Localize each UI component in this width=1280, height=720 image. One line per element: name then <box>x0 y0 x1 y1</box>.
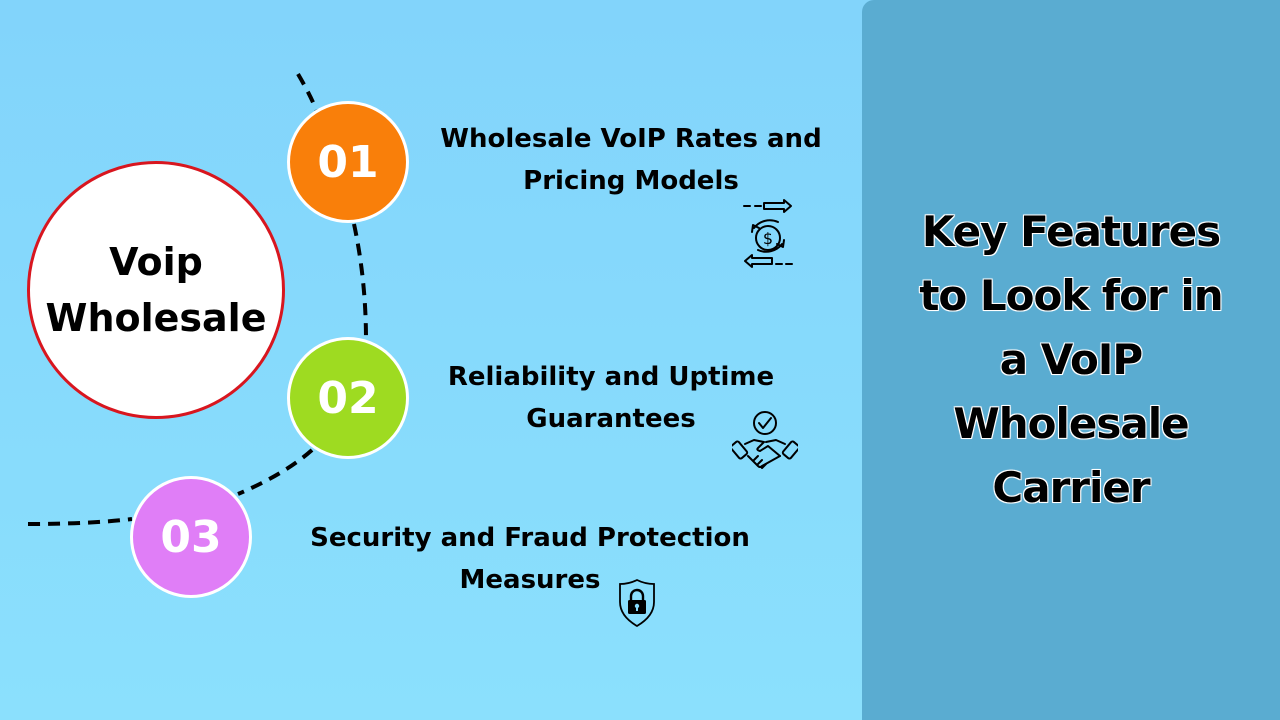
step-badge-02: 02 <box>287 337 409 459</box>
step-number: 01 <box>317 136 379 188</box>
hub-label-line1: Voip <box>109 240 203 284</box>
hub-circle: Voip Wholesale <box>27 161 285 419</box>
step-badge-01: 01 <box>287 101 409 223</box>
feature-title-line: Pricing Models <box>523 166 739 196</box>
page-title: Key Features to Look for in a VoIP Whole… <box>862 200 1280 520</box>
feature-title-line: Reliability and Uptime <box>447 362 775 392</box>
feature-title-security: Security and Fraud Protection Measures <box>300 517 760 601</box>
title-line: Wholesale <box>953 399 1190 449</box>
feature-title-pricing: Wholesale VoIP Rates and Pricing Models <box>432 118 830 202</box>
infographic-diagram: Voip Wholesale 01 02 03 Wholesale VoIP R… <box>27 72 830 628</box>
title-line: Carrier <box>992 463 1151 513</box>
feature-title-line: Security and Fraud Protection <box>310 523 750 553</box>
svg-text:$: $ <box>763 229 773 248</box>
currency-exchange-icon: $ <box>743 199 793 268</box>
feature-title-line: Measures <box>459 565 601 595</box>
hub-label-line2: Wholesale <box>45 296 267 340</box>
handshake-check-icon <box>732 411 798 469</box>
title-line: a VoIP <box>999 335 1143 385</box>
title-line: Key Features <box>921 207 1221 257</box>
dashed-connector-path <box>27 72 368 526</box>
feature-title-line: Guarantees <box>526 404 696 434</box>
step-number: 02 <box>317 372 379 424</box>
shield-lock-icon <box>619 578 655 628</box>
feature-title-line: Wholesale VoIP Rates and <box>440 124 822 154</box>
feature-title-reliability: Reliability and Uptime Guarantees <box>430 356 792 440</box>
title-line: to Look for in <box>919 271 1224 321</box>
title-panel: Key Features to Look for in a VoIP Whole… <box>862 0 1280 720</box>
step-badge-03: 03 <box>130 476 252 598</box>
step-number: 03 <box>160 511 222 563</box>
